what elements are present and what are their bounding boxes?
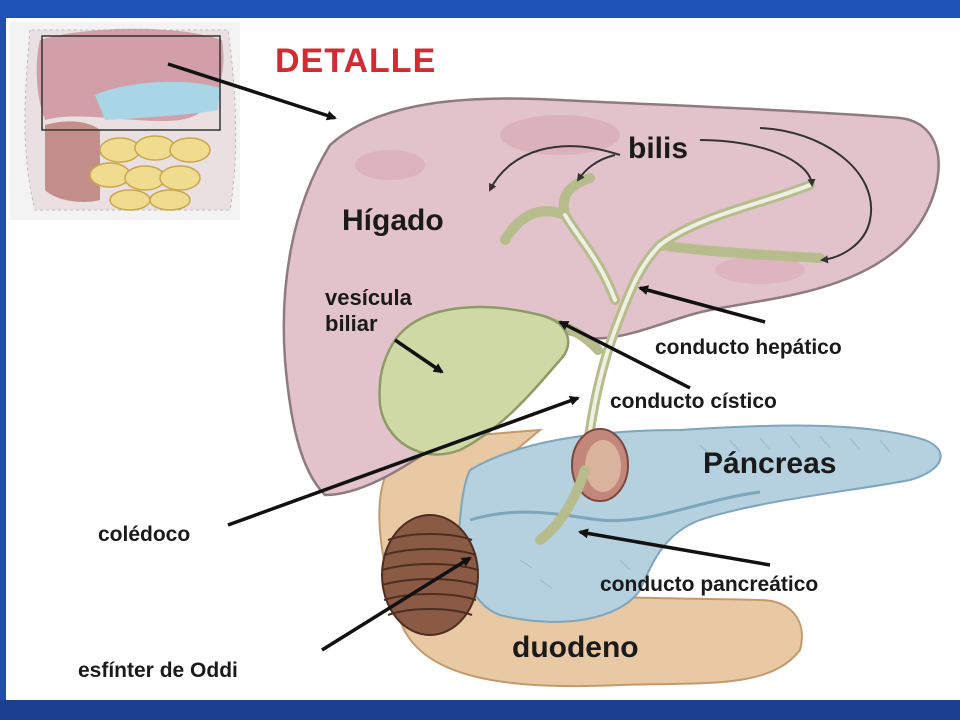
bottom-frame-band <box>0 700 960 720</box>
label-pointer-arrows <box>227 285 771 652</box>
arrow-esfinter <box>321 556 472 652</box>
label-esfinter-de-oddi: esfínter de Oddi <box>78 659 238 682</box>
label-conducto-hepatico: conducto hepático <box>655 336 842 359</box>
detail-pointer-arrow <box>167 62 337 121</box>
label-coledoco: colédoco <box>98 523 191 546</box>
gallbladder <box>378 305 570 456</box>
label-conducto-cistico: conducto cístico <box>610 390 777 413</box>
diagram-title: DETALLE <box>275 42 437 80</box>
label-higado: Hígado <box>342 204 444 237</box>
arrow-coledoco <box>227 396 580 527</box>
arrow-conducto-cistico <box>558 320 691 390</box>
pancreatic-duct <box>469 490 761 523</box>
label-duodeno: duodeno <box>512 631 639 664</box>
label-vesicula-line2: biliar <box>325 311 378 336</box>
thumbnail-overview <box>10 22 240 220</box>
label-pancreas: Páncreas <box>703 447 837 480</box>
bile-flow-arrows <box>489 127 873 264</box>
arrow-vesicula <box>394 338 444 374</box>
sphincter-of-oddi <box>381 514 479 636</box>
arrow-conducto-hepatico <box>638 285 766 324</box>
label-bilis: bilis <box>628 132 689 165</box>
arrow-conducto-pancreatico <box>578 528 771 567</box>
top-frame-band <box>0 0 960 18</box>
label-vesicula-line1: vesícula <box>325 285 412 310</box>
label-conducto-pancreatico: conducto pancreático <box>600 573 819 596</box>
